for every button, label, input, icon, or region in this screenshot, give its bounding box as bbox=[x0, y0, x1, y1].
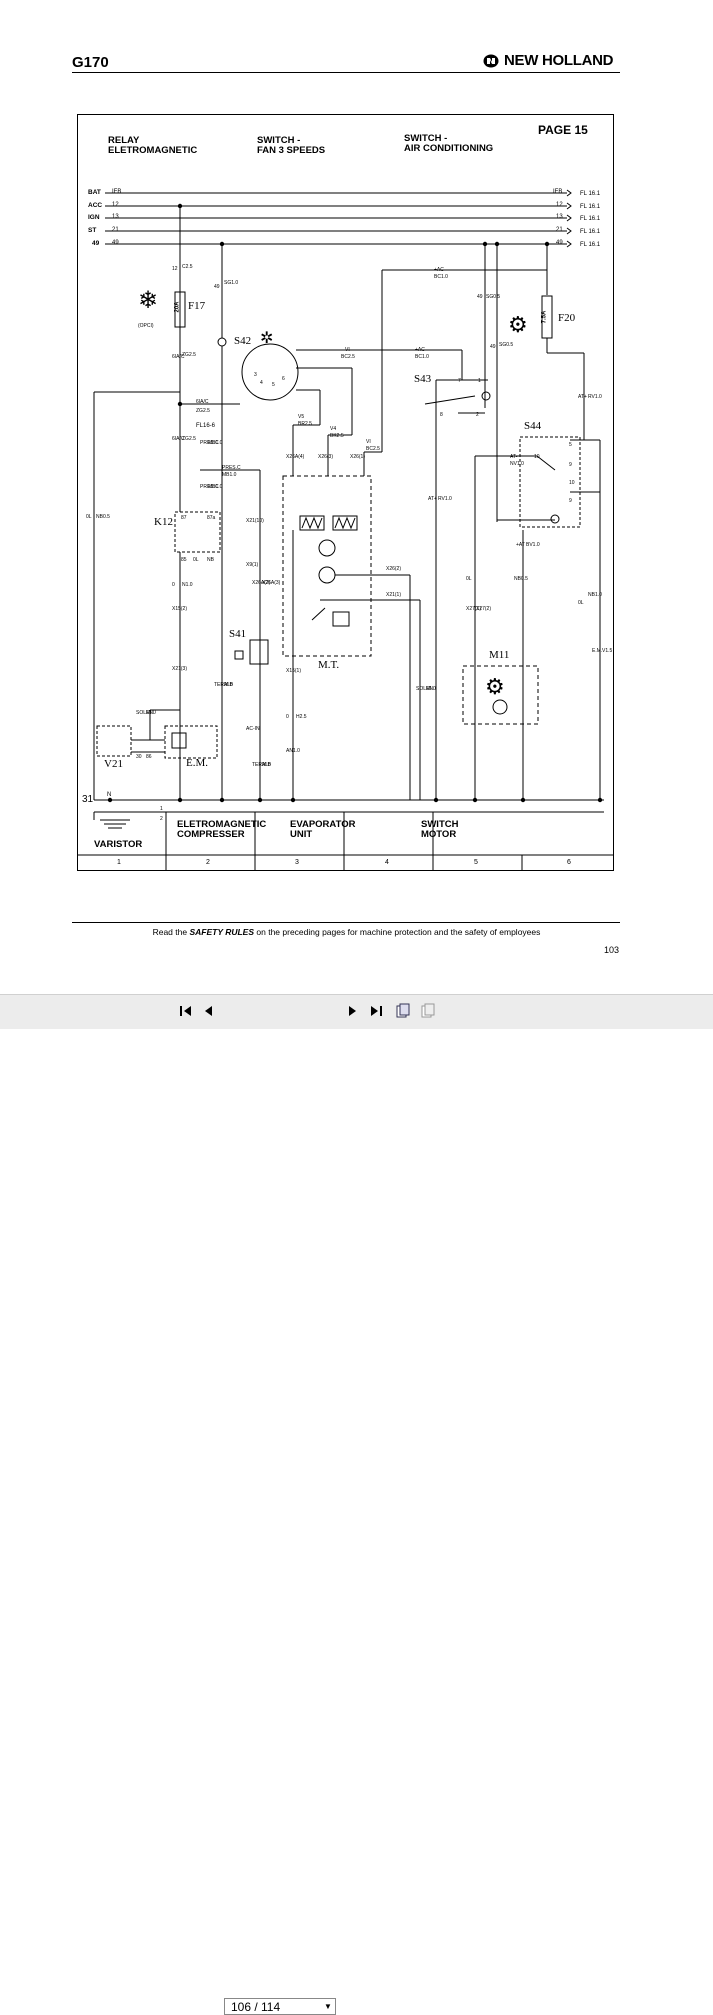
bus-bat-dest: FL 16.1 bbox=[580, 191, 601, 197]
title-ac-switch: SWITCH - AIR CONDITIONING bbox=[404, 133, 494, 154]
bus-st-end: 21 bbox=[556, 227, 563, 233]
label-compresser: ELETROMAGNETIC COMPRESSER bbox=[177, 819, 267, 840]
label-k12: K12 bbox=[154, 516, 173, 528]
bus-acc-start: 12 bbox=[112, 202, 119, 208]
bus-49-start: 49 bbox=[112, 240, 119, 246]
label-f17: F17 bbox=[188, 300, 206, 312]
label-evaporator: EVAPORATOR UNIT bbox=[290, 819, 356, 840]
grid-number: 1 bbox=[117, 859, 121, 866]
footer-prefix: Read the bbox=[152, 927, 188, 937]
footer-safety-rules: SAFETY RULES bbox=[189, 927, 255, 937]
svg-text:⚙: ⚙ bbox=[508, 312, 528, 337]
schematic-frame bbox=[77, 114, 614, 871]
page-number: 103 bbox=[604, 945, 620, 955]
label-s44: S44 bbox=[524, 420, 542, 432]
bus-49: 49 bbox=[92, 240, 100, 247]
bus-ign-start: 13 bbox=[112, 214, 119, 220]
bus-st: ST bbox=[88, 227, 97, 234]
label-em: E.M. bbox=[186, 757, 208, 769]
bus-acc: ACC bbox=[88, 202, 103, 209]
wiring-schematic: ❄ ✲ ⚙ ⚙ bbox=[77, 189, 614, 870]
bus-ign: IGN bbox=[88, 214, 100, 221]
svg-text:⚙: ⚙ bbox=[485, 674, 505, 699]
pdf-viewer-toolbar: 106 / 114 ▼ bbox=[0, 994, 713, 2015]
label-mt: M.T. bbox=[318, 659, 340, 671]
footer-suffix: on the preceding pages for machine prote… bbox=[256, 927, 541, 937]
single-page-view-icon bbox=[396, 1003, 410, 1018]
bus-st-dest: FL 16.1 bbox=[580, 229, 601, 235]
next-page-icon bbox=[349, 1006, 356, 1016]
title-relay: RELAY ELETROMAGNETIC bbox=[108, 135, 198, 156]
label-s41: S41 bbox=[229, 628, 247, 640]
svg-text:❄: ❄ bbox=[138, 287, 158, 314]
bus-st-start: 21 bbox=[112, 227, 119, 233]
label-fuse-20a: 20A bbox=[174, 301, 181, 313]
page-indicator-value: 106 / 114 bbox=[231, 1999, 281, 2014]
label-v21: V21 bbox=[104, 758, 123, 770]
last-page-icon bbox=[371, 1006, 382, 1016]
svg-text:✲: ✲ bbox=[260, 330, 273, 347]
grid-number: 6 bbox=[567, 859, 571, 866]
label-switch-motor: SWITCH MOTOR bbox=[421, 819, 459, 840]
bus-bat-start: IFB bbox=[112, 189, 122, 195]
bus-acc-dest: FL 16.1 bbox=[580, 204, 601, 210]
label-ground-n: N bbox=[107, 792, 112, 798]
previous-page-icon bbox=[205, 1006, 212, 1016]
footer-rule bbox=[72, 922, 620, 923]
brand-name: NEW HOLLAND bbox=[504, 52, 614, 69]
grid-number: 4 bbox=[385, 859, 389, 866]
label-varistor: VARISTOR bbox=[94, 839, 143, 850]
last-page-button[interactable] bbox=[368, 1003, 384, 1019]
two-page-view-icon bbox=[421, 1003, 435, 1018]
bus-49-end: 49 bbox=[556, 240, 563, 246]
grid-number: 3 bbox=[295, 859, 299, 866]
grid-number: 2 bbox=[206, 859, 210, 866]
footer-notice: Read the SAFETY RULES on the preceding p… bbox=[0, 927, 693, 937]
two-page-view-button[interactable] bbox=[420, 1003, 436, 1019]
page-label: PAGE 15 bbox=[538, 123, 588, 137]
label-m11: M11 bbox=[489, 649, 510, 661]
label-fuse-75a: 7.5A bbox=[541, 310, 548, 324]
label-s43: S43 bbox=[414, 373, 432, 385]
next-page-button[interactable] bbox=[345, 1003, 361, 1019]
label-s42: S42 bbox=[234, 335, 252, 347]
document-page: G170 NEW HOLLAND RELAY ELETROMAGNETIC SW… bbox=[0, 0, 713, 990]
label-opci: (OPCI) bbox=[138, 323, 154, 329]
header-rule bbox=[72, 72, 620, 73]
bus-bat: BAT bbox=[88, 189, 101, 196]
label-ground-31: 31 bbox=[82, 794, 94, 805]
single-page-view-button[interactable] bbox=[395, 1003, 411, 1019]
first-page-button[interactable] bbox=[178, 1003, 194, 1019]
label-f20: F20 bbox=[558, 312, 576, 324]
brand-logo: NEW HOLLAND bbox=[483, 52, 613, 69]
label-fl16-6: FL16-6 bbox=[196, 423, 216, 429]
bus-ign-dest: FL 16.1 bbox=[580, 216, 601, 222]
bus-bat-end: IFB bbox=[553, 189, 563, 195]
brand-mark-icon bbox=[483, 54, 499, 67]
bus-ign-end: 13 bbox=[556, 214, 563, 220]
bus-acc-end: 12 bbox=[556, 202, 563, 208]
bus-49-dest: FL 16.1 bbox=[580, 242, 601, 248]
chevron-down-icon: ▼ bbox=[324, 2002, 332, 2011]
model-heading: G170 bbox=[72, 54, 109, 71]
grid-number: 5 bbox=[474, 859, 478, 866]
previous-page-button[interactable] bbox=[200, 1003, 216, 1019]
first-page-icon bbox=[180, 1006, 191, 1016]
title-fan-switch: SWITCH - FAN 3 SPEEDS bbox=[257, 135, 326, 156]
page-indicator-select[interactable]: 106 / 114 ▼ bbox=[224, 1998, 336, 2015]
